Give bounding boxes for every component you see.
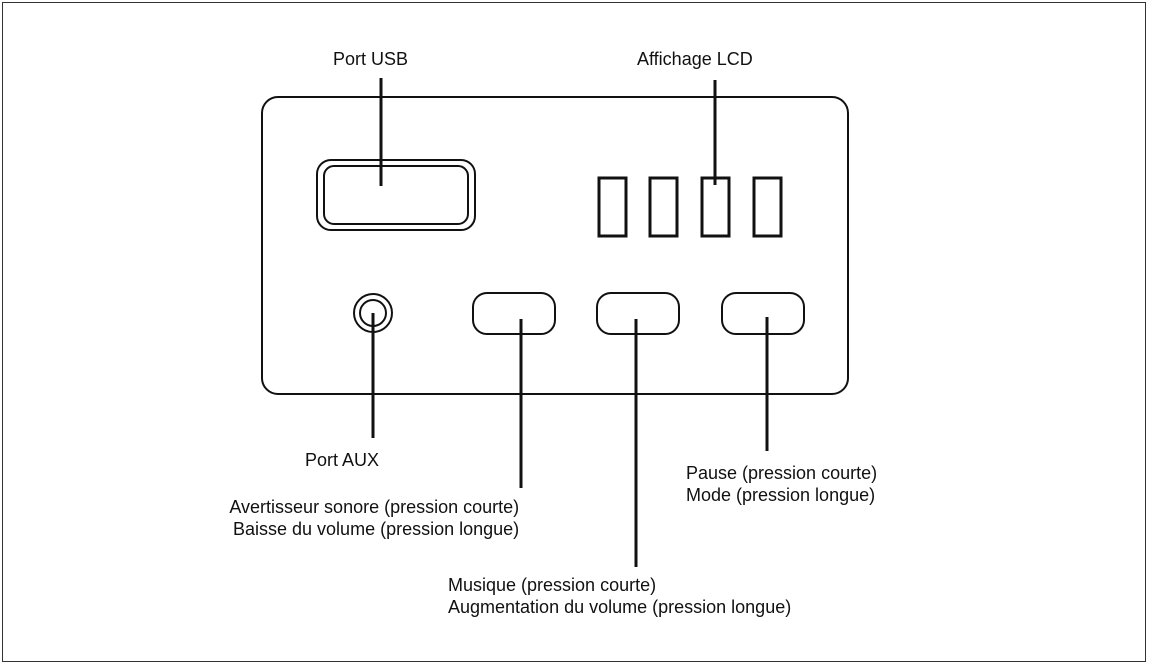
lcd-display — [597, 176, 783, 238]
lcd-digit — [700, 176, 731, 238]
music-label-line-1: Musique (pression courte) — [448, 575, 657, 595]
lcd-digit — [648, 176, 679, 238]
lcd-display-label: Affichage LCD — [637, 49, 753, 69]
usb-port-label: Port USB — [333, 49, 409, 69]
pause-label-line-2: Mode (pression longue) — [686, 485, 876, 505]
music-button-label: Musique (pression courte) Augmentation d… — [448, 574, 791, 618]
horn-label-line-1: Avertisseur sonore (pression courte) — [229, 497, 520, 517]
horn-label-line-2: Baisse du volume (pression longue) — [233, 519, 520, 539]
leader-lines — [371, 78, 769, 567]
control-panel-diagram — [261, 78, 849, 567]
aux-port-label: Port AUX — [305, 450, 380, 470]
lcd-digit — [597, 176, 628, 238]
music-volume-up-button — [596, 292, 680, 335]
panel-body — [261, 96, 849, 395]
pause-mode-button — [721, 292, 805, 335]
pause-label-line-1: Pause (pression courte) — [686, 463, 878, 483]
usb-port — [316, 159, 476, 231]
music-label-line-2: Augmentation du volume (pression longue) — [448, 597, 792, 617]
horn-button-label: Avertisseur sonore (pression courte) Bai… — [223, 496, 519, 540]
horn-volume-down-button — [472, 292, 556, 335]
lcd-digit — [752, 176, 783, 238]
pause-button-label: Pause (pression courte) Mode (pression l… — [686, 462, 877, 506]
